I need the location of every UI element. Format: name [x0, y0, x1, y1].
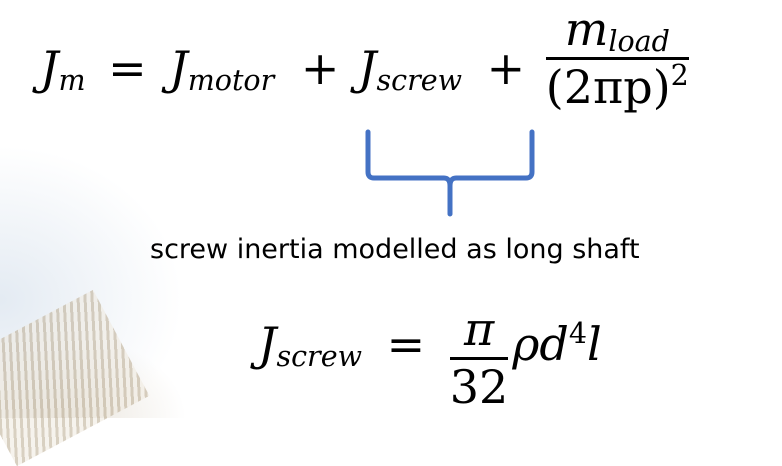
jscrew-symbol: J [358, 41, 377, 96]
underbrace-path [365, 129, 535, 217]
jm-subscript: m [58, 64, 86, 98]
pi-fraction: π 32 [449, 302, 509, 414]
denominator-text: (2πp) [545, 59, 671, 114]
jmotor-symbol: J [169, 41, 188, 96]
background-tint [0, 0, 782, 418]
jmotor-subscript: motor [187, 64, 275, 98]
jscrew2-subscript: screw [276, 340, 362, 374]
fraction-denominator: (2πp)2 [545, 59, 689, 114]
load-fraction: mload (2πp)2 [545, 2, 689, 114]
d-symbol: d [539, 317, 569, 372]
underbrace [365, 129, 535, 217]
equation-jm: Jm = Jmotor + Jscrew + mload (2πp)2 [40, 4, 689, 112]
mload-symbol: m [564, 2, 609, 56]
d-exponent: 4 [568, 316, 587, 350]
jscrew-subscript: screw [376, 64, 462, 98]
plus-sign-2: + [486, 41, 526, 96]
rho-symbol: ρ [512, 317, 540, 372]
pi-numerator: π [463, 302, 495, 356]
denominator-exponent: 2 [670, 59, 689, 93]
pi-denominator: 32 [449, 359, 509, 414]
pi-fraction-bar [449, 356, 509, 360]
l-symbol: l [586, 317, 602, 372]
equals-sign-2: = [386, 317, 426, 372]
mload-subscript: load [608, 25, 670, 59]
jscrew2-symbol: J [258, 317, 277, 372]
jm-symbol: J [40, 41, 59, 96]
fraction-numerator: mload [546, 2, 689, 59]
annotation-label: screw inertia modelled as long shaft [150, 234, 640, 265]
equation-jscrew: Jscrew = π 32 ρd4l [258, 284, 602, 412]
fraction-bar [545, 56, 689, 60]
equals-sign: = [108, 41, 147, 96]
plus-sign-1: + [300, 41, 340, 96]
